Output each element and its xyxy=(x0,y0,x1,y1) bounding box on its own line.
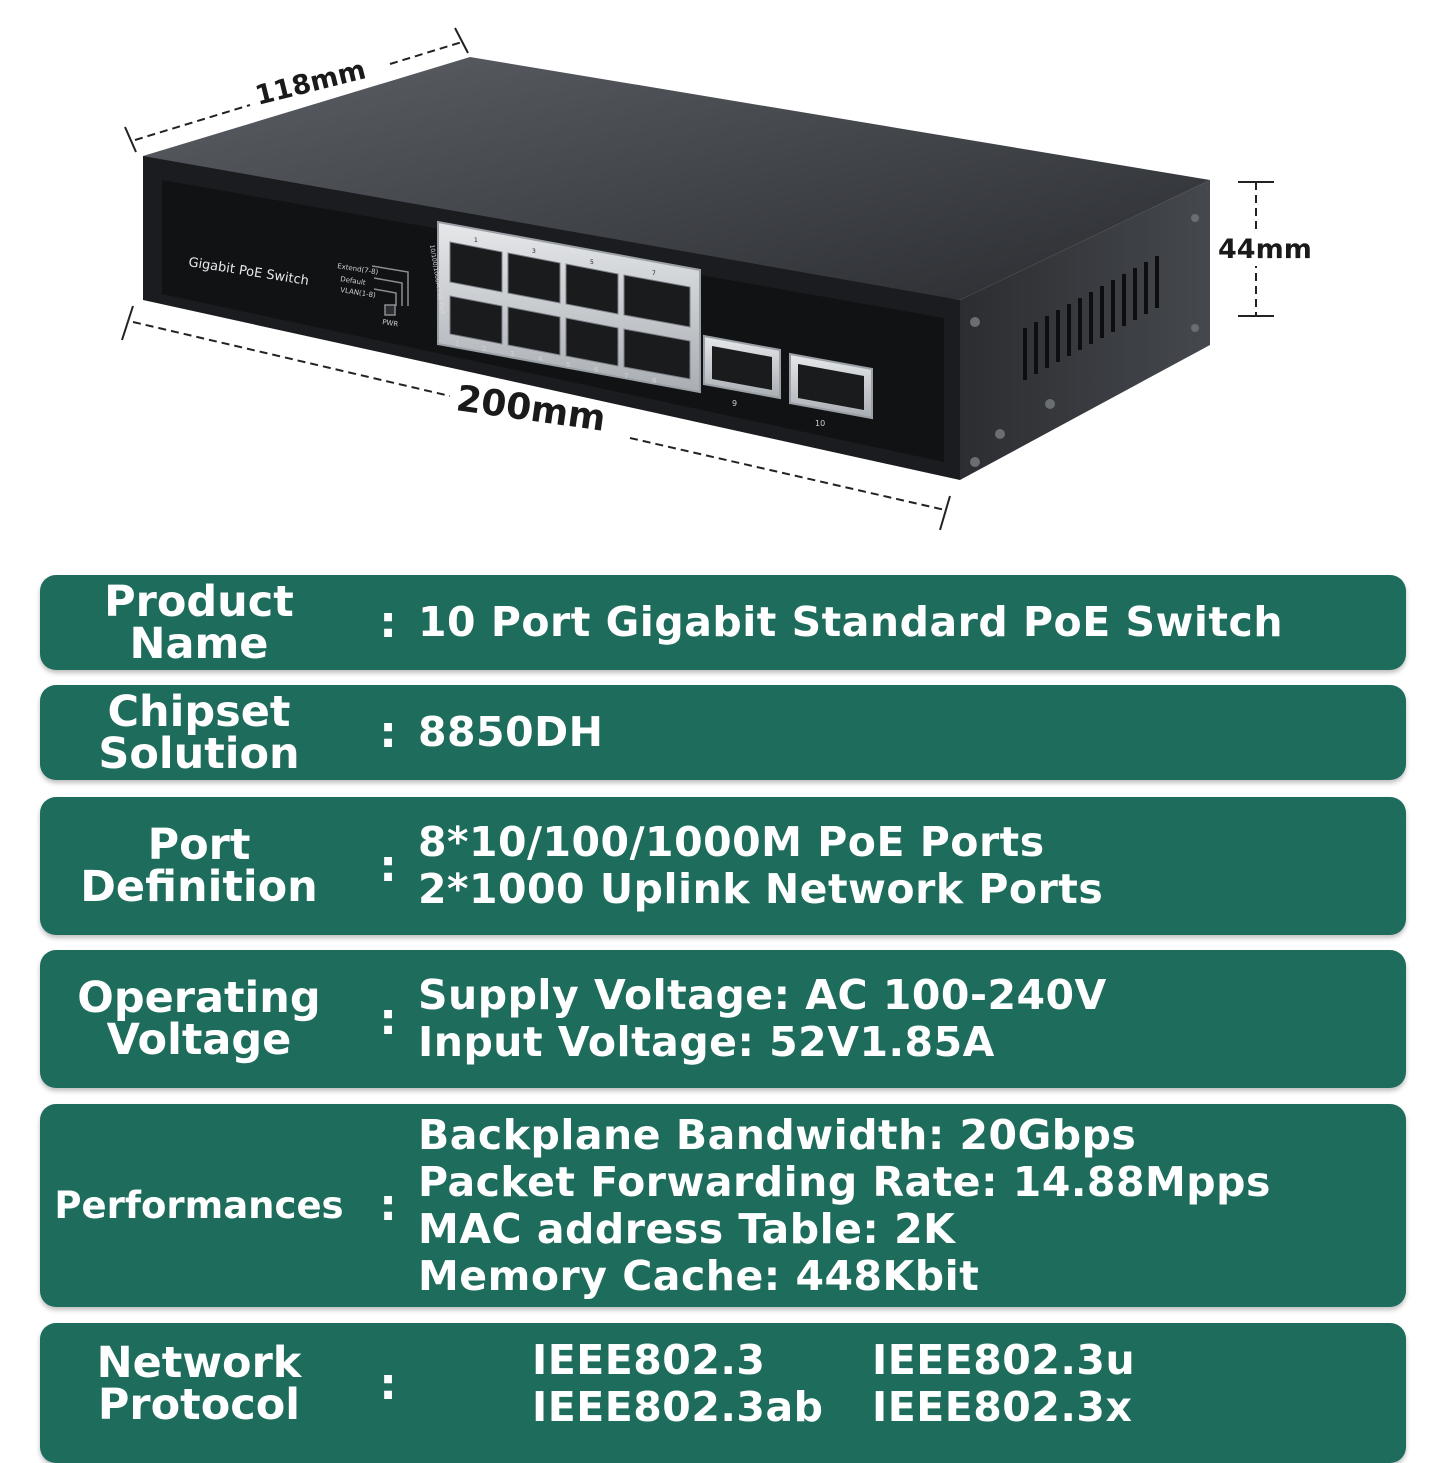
spec-separator: : xyxy=(379,1358,397,1410)
spec-value-line: MAC address Table: 2K xyxy=(418,1204,956,1253)
spec-row-product-name: Product Name : 10 Port Gigabit Standard … xyxy=(40,575,1406,670)
rj45-port xyxy=(507,252,561,304)
port-number: 7 xyxy=(652,270,656,277)
spec-label: Chipset Solution xyxy=(98,686,300,779)
rj45-port xyxy=(449,295,503,345)
switch-top-face xyxy=(143,57,1210,300)
spec-value: 10 Port Gigabit Standard PoE Switch xyxy=(418,575,1386,670)
switch-side-face xyxy=(960,180,1210,480)
rj45-port xyxy=(623,328,691,380)
spec-label: Operating Voltage xyxy=(77,973,321,1065)
spec-separator: : xyxy=(379,707,397,758)
spec-value-line: Supply Voltage: AC 100-240V xyxy=(418,971,1107,1019)
rj45-port xyxy=(507,306,561,356)
port-number: 5 xyxy=(566,361,570,369)
rj45-port xyxy=(565,263,619,315)
rj45-port xyxy=(798,364,864,410)
spec-value-line: Memory Cache: 448Kbit xyxy=(418,1251,980,1300)
port-number: 1 xyxy=(474,237,478,244)
spec-row-port-definition: Port Definition : 8*10/100/1000M PoE Por… xyxy=(40,797,1406,935)
port-number: 3 xyxy=(532,248,536,255)
spec-value-line: Input Voltage: 52V1.85A xyxy=(418,1018,995,1066)
rj45-port xyxy=(712,346,772,390)
port-number: 1 xyxy=(455,340,459,348)
spec-value: Backplane Bandwidth: 20Gbps Packet Forwa… xyxy=(418,1104,1386,1307)
spec-value-line: 2*1000 Uplink Network Ports xyxy=(418,865,1104,913)
spec-separator: : xyxy=(379,993,397,1045)
spec-label: Performances xyxy=(54,1183,344,1227)
spec-separator: : xyxy=(379,597,397,648)
port-number: 7 xyxy=(624,372,628,380)
rj45-port xyxy=(565,317,619,367)
spec-value-line: IEEE802.3u xyxy=(872,1336,1136,1384)
spec-value: 8*10/100/1000M PoE Ports 2*1000 Uplink N… xyxy=(418,797,1386,935)
port-number: 3 xyxy=(510,350,514,358)
rj45-port xyxy=(449,241,503,293)
spec-value-line: 8850DH xyxy=(418,708,604,756)
spec-value: IEEE802.3 IEEE802.3u IEEE802.3ab IEEE802… xyxy=(418,1323,1386,1445)
spec-row-performances: Performances : Backplane Bandwidth: 20Gb… xyxy=(40,1104,1406,1307)
spec-separator: : xyxy=(379,840,397,892)
spec-value-line: Backplane Bandwidth: 20Gbps xyxy=(418,1110,1137,1159)
poe-ports xyxy=(449,241,691,380)
port-number: 5 xyxy=(590,259,594,266)
spec-value-line: IEEE802.3ab xyxy=(532,1383,824,1431)
spec-label: Product Name xyxy=(104,576,294,669)
rj45-port xyxy=(623,274,691,328)
switch-dimension-figure: Gigabit PoE Switch Extend(7-8) Default V… xyxy=(121,27,1330,531)
port-number: 2 xyxy=(482,345,486,353)
spec-value-line: 8*10/100/1000M PoE Ports xyxy=(418,818,1045,866)
spec-label: Network Protocol xyxy=(96,1338,302,1430)
spec-value-line: Packet Forwarding Rate: 14.88Mpps xyxy=(418,1157,1271,1206)
spec-row-chipset: Chipset Solution : 8850DH xyxy=(40,685,1406,780)
spec-row-operating-voltage: Operating Voltage : Supply Voltage: AC 1… xyxy=(40,950,1406,1088)
spec-value: 8850DH xyxy=(418,685,1386,780)
screws xyxy=(970,214,1199,467)
led-indicators xyxy=(371,265,409,316)
port-number: 10 xyxy=(815,419,825,428)
spec-row-network-protocol: Network Protocol : IEEE802.3 IEEE802.3u … xyxy=(40,1323,1406,1463)
spec-label: Port Definition xyxy=(80,820,318,912)
port-number: 6 xyxy=(594,366,599,374)
port-number: 9 xyxy=(732,399,737,408)
spec-value-line: IEEE802.3x xyxy=(872,1383,1133,1431)
port-number: 8 xyxy=(652,377,656,385)
led-label: Default xyxy=(340,275,367,287)
spec-value-line: 10 Port Gigabit Standard PoE Switch xyxy=(418,598,1284,646)
spec-value: Supply Voltage: AC 100-240V Input Voltag… xyxy=(418,950,1386,1088)
port-number: 4 xyxy=(538,355,543,363)
power-label: PWR xyxy=(382,318,399,328)
spec-value-line: IEEE802.3 xyxy=(532,1336,766,1384)
spec-separator: : xyxy=(379,1180,397,1231)
height-dimension: 44mm xyxy=(1218,234,1312,265)
side-vents xyxy=(1023,256,1159,380)
